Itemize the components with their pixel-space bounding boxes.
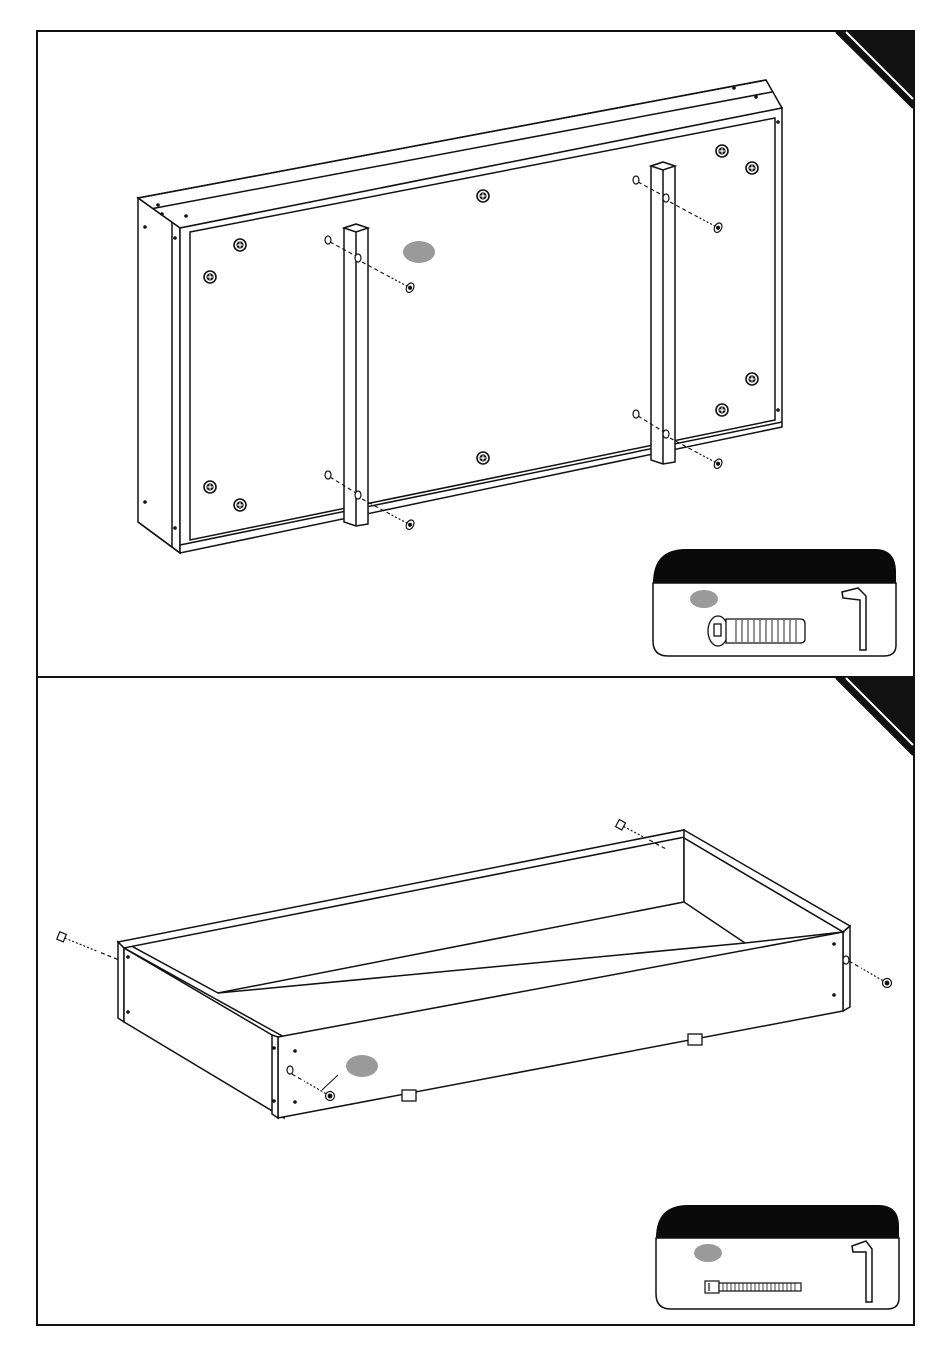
support-rail-right xyxy=(651,162,675,464)
hardware-callout xyxy=(690,590,718,608)
hardware-callout xyxy=(694,1244,722,1262)
hardware-box-lower xyxy=(656,1205,899,1309)
long-screw-icon xyxy=(705,1281,801,1293)
bolt-icon xyxy=(708,616,805,646)
drawer-frame xyxy=(118,830,850,1118)
hardware-box-upper xyxy=(653,549,896,656)
part-callout-a xyxy=(403,241,435,263)
step-panel-upper xyxy=(138,32,913,656)
cabinet-back-panel xyxy=(138,80,782,553)
support-rail-left xyxy=(344,224,368,526)
step-corner-badge xyxy=(836,678,913,755)
step-corner-badge xyxy=(836,32,913,108)
step-panel-lower xyxy=(57,678,913,1309)
